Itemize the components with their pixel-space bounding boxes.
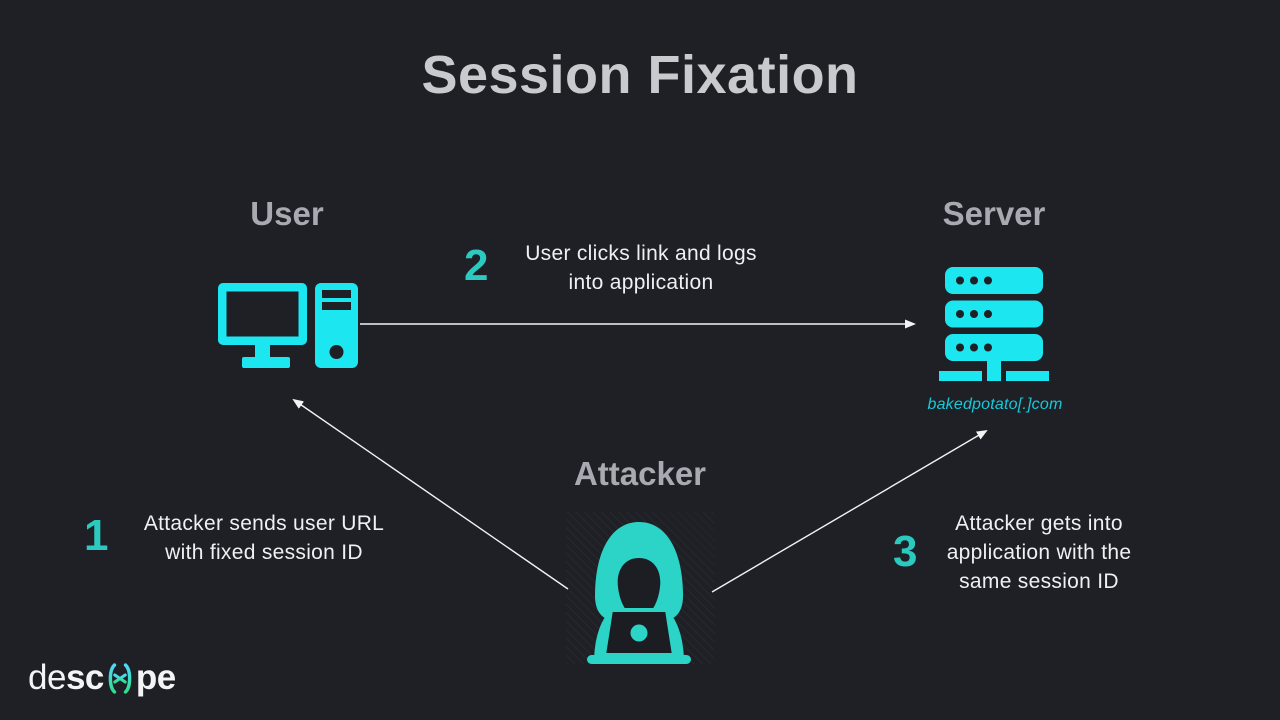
step-3-text: Attacker gets into application with the … xyxy=(891,509,1187,596)
hooded-hacker-icon xyxy=(574,514,704,669)
logo-text-de: de xyxy=(28,657,66,697)
user-label: User xyxy=(250,195,324,232)
step-1-line-1: Attacker sends user URL xyxy=(143,512,385,535)
step-2-text: User clicks link and logs into applicati… xyxy=(495,239,787,297)
desktop-computer-icon xyxy=(218,283,358,374)
logo-text-pe: pe xyxy=(135,657,176,697)
step-1-line-2: with fixed session ID xyxy=(165,541,363,564)
server-label: Server xyxy=(942,195,1046,232)
step-2-line-2: into application xyxy=(568,271,714,294)
attacker-to-user-arrow xyxy=(292,398,569,590)
step-3-line-2: application with the xyxy=(946,541,1132,564)
step-1-number: 1 xyxy=(84,511,109,560)
server-domain-text: bakedpotato[.]com xyxy=(927,396,1063,413)
step-1-text: Attacker sends user URL with fixed sessi… xyxy=(118,509,410,567)
page-title: Session Fixation xyxy=(421,45,859,105)
descope-asterisk-mark-icon xyxy=(108,663,132,694)
step-3-line-3: same session ID xyxy=(959,570,1119,593)
attacker-label: Attacker xyxy=(573,455,707,492)
step-2-line-1: User clicks link and logs xyxy=(525,242,757,265)
step-3-number: 3 xyxy=(893,527,918,576)
server-rack-icon xyxy=(939,267,1049,386)
step-2-number: 2 xyxy=(464,241,489,290)
attacker-to-server-arrow xyxy=(711,429,988,593)
logo-text-sc: sc xyxy=(65,657,104,697)
step-3-line-1: Attacker gets into xyxy=(955,512,1123,535)
